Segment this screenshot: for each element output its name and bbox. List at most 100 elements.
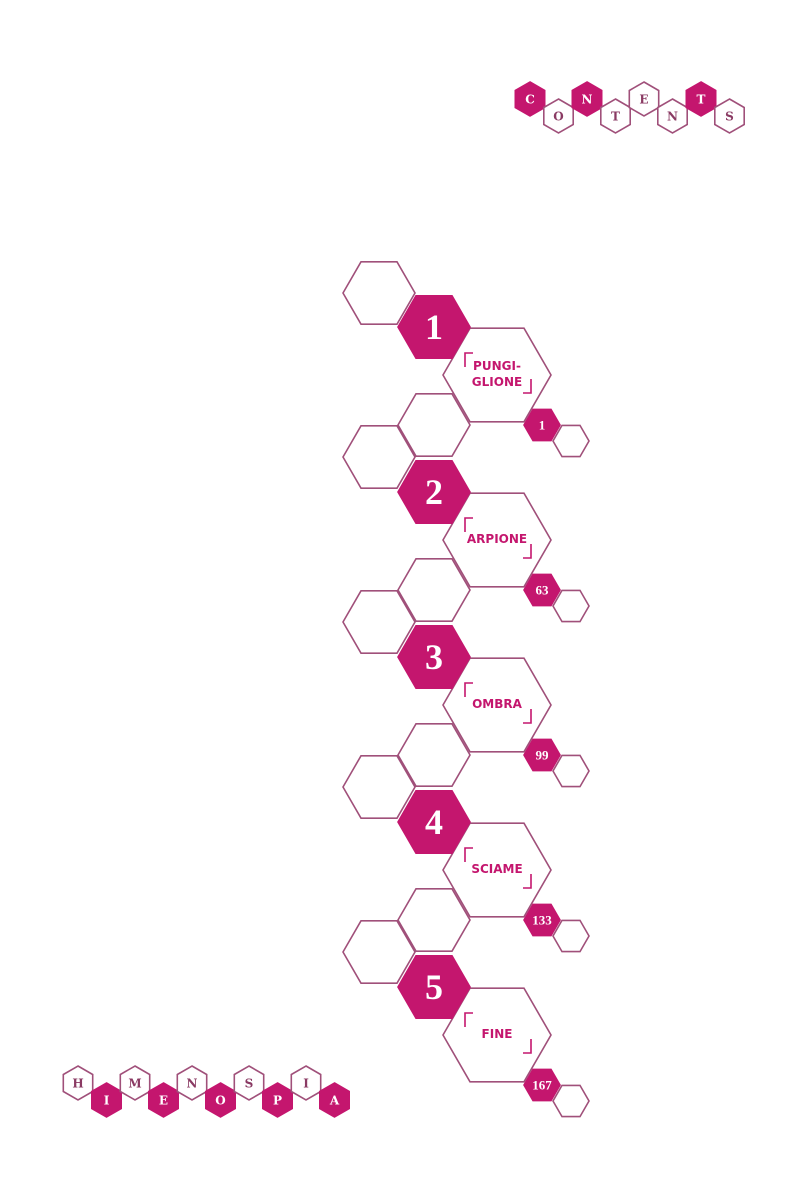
title-bracket-open (464, 1012, 473, 1027)
page-side-hexagon (552, 1084, 590, 1118)
chapter-title: ARPIONE (467, 532, 527, 546)
chapter-page-number: 167 (532, 1078, 552, 1093)
himenospia-letter: M (128, 1077, 141, 1091)
contents-letter-cell: C (514, 81, 546, 117)
chapter-title: OMBRA (472, 697, 523, 711)
title-bracket-close (523, 1039, 532, 1054)
himenospia-hexagon (290, 1065, 322, 1101)
chapter-number: 5 (425, 967, 443, 1007)
title-bracket-close (523, 544, 532, 559)
contents-heading: C O N T E N T S (514, 81, 746, 134)
contents-letter: C (525, 93, 535, 107)
contents-letter-cell: E (628, 81, 660, 117)
himenospia-hexagon (318, 1082, 351, 1118)
decorative-hexagon (342, 919, 416, 985)
title-bracket-close (523, 709, 532, 724)
himenospia-letter-cell: I (91, 1082, 122, 1118)
contents-hexagon (628, 81, 660, 117)
chapter-number: 1 (425, 307, 443, 347)
himenospia-letter-cell: M (119, 1065, 151, 1101)
chapter-page-number: 1 (539, 418, 546, 433)
title-bracket-open (464, 682, 473, 697)
chapter-number-hexagon (397, 789, 471, 855)
himenospia-letter-cell: O (205, 1082, 236, 1118)
himenospia-letter: A (329, 1094, 340, 1108)
himenospia-letter: H (72, 1077, 83, 1091)
himenospia-letter-cell: E (148, 1082, 179, 1118)
himenospia-letter: P (273, 1094, 282, 1108)
page-number-hexagon (523, 738, 561, 772)
himenospia-letter: I (303, 1077, 309, 1091)
himenospia-hexagon (233, 1065, 265, 1101)
chapter-page-number: 63 (536, 583, 550, 598)
himenospia-hexagon (176, 1065, 208, 1101)
page-side-hexagon (552, 589, 590, 623)
decorative-hexagon (397, 557, 471, 623)
decorative-hexagon (342, 589, 416, 655)
decorative-hexagon (342, 260, 416, 326)
contents-letter-cell: T (685, 81, 717, 117)
chapter-page-number: 99 (536, 748, 550, 763)
page-number-hexagon (523, 408, 561, 442)
contents-letter: S (725, 110, 734, 124)
himenospia-letter: O (215, 1094, 225, 1108)
page-side-hexagon (552, 424, 590, 458)
chapter-number-hexagon (397, 294, 471, 360)
himenospia-letter-cell: S (233, 1065, 265, 1101)
himenospia-letter-cell: A (318, 1082, 351, 1118)
title-bracket-close (523, 379, 532, 394)
contents-letter: N (667, 110, 678, 124)
himenospia-letter: N (187, 1077, 198, 1091)
himenospia-hexagon (119, 1065, 151, 1101)
title-bracket-close (523, 874, 532, 889)
contents-letter: O (553, 110, 563, 124)
chapter-number-hexagon (397, 624, 471, 690)
page-number-hexagon (523, 1068, 561, 1102)
contents-letter-cell: N (656, 98, 689, 134)
title-bracket-open (464, 352, 473, 367)
contents-hexagon (685, 81, 717, 117)
decorative-hexagon (342, 754, 416, 820)
page-number-hexagon (523, 903, 561, 937)
contents-hexagon (713, 98, 746, 134)
himenospia-letter: I (104, 1094, 110, 1108)
himenospia-letter-cell: N (176, 1065, 208, 1101)
contents-letter-cell: S (713, 98, 746, 134)
decorative-hexagon (397, 392, 471, 458)
decorative-hexagon (397, 887, 471, 953)
chapter-title: FINE (482, 1027, 513, 1041)
contents-letter: E (639, 93, 648, 107)
title-bracket-open (464, 517, 473, 532)
himenospia-letter-cell: H (62, 1065, 94, 1101)
himenospia-wordmark: H I M E N O S P I A (62, 1065, 351, 1118)
chapter-number-hexagon (397, 954, 471, 1020)
page-number-hexagon (523, 573, 561, 607)
contents-letter: T (697, 93, 706, 107)
chapter-number: 2 (425, 472, 443, 512)
contents-letter: T (611, 110, 620, 124)
contents-letter-cell: N (571, 81, 603, 117)
decorative-hexagon (397, 722, 471, 788)
contents-hexagon (514, 81, 546, 117)
himenospia-letter: S (245, 1077, 254, 1091)
himenospia-hexagon (62, 1065, 94, 1101)
chapter-title: GLIONE (472, 375, 522, 389)
contents-letter: N (582, 93, 593, 107)
contents-letter-cell: O (542, 98, 575, 134)
contents-letter-cell: T (599, 98, 632, 134)
chapter-number: 3 (425, 637, 443, 677)
himenospia-letter: E (159, 1094, 168, 1108)
himenospia-letter-cell: I (290, 1065, 322, 1101)
chapter-number: 4 (425, 802, 443, 842)
chapter-title: PUNGI- (473, 359, 521, 373)
title-bracket-open (464, 847, 473, 862)
contents-hexagon (571, 81, 603, 117)
page-side-hexagon (552, 754, 590, 788)
chapter-title: SCIAME (471, 862, 522, 876)
